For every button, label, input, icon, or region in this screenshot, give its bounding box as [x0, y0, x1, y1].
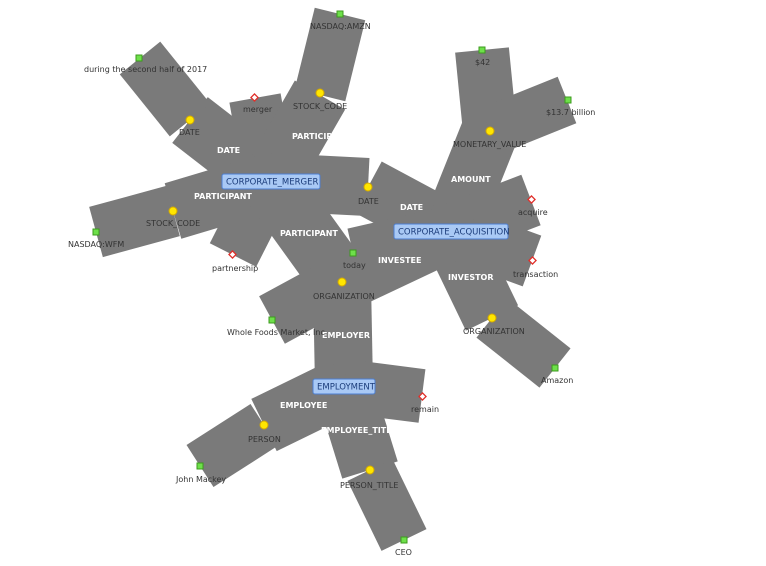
edge-employment-title: [316, 377, 398, 479]
edge-stockcode-amzn: [294, 7, 366, 102]
role-label-participant-wfm: PARTICIPANT: [194, 192, 252, 201]
entity-date-merger-node[interactable]: [185, 115, 195, 125]
label-whole-foods: Whole Foods Market, Inc: [227, 328, 325, 337]
edge-stockcode-wfm: [89, 185, 180, 258]
edge-investor-amazon: [476, 298, 571, 388]
role-label-amount: AMOUNT: [451, 175, 491, 184]
role-label-investor: INVESTOR: [448, 273, 494, 282]
label-remain: remain: [411, 405, 439, 414]
event-employment-box[interactable]: [312, 378, 376, 395]
event-nodes: CORPORATE_MERGER CORPORATE_ACQUISITION E…: [221, 173, 510, 395]
leaf-nodes: [92, 10, 572, 544]
role-label-date-merger: DATE: [217, 146, 240, 155]
label-amazon: Amazon: [541, 376, 573, 385]
edge-acq-investor: [423, 218, 519, 331]
label-transaction: transaction: [513, 270, 558, 279]
edge-monetary-13: [480, 76, 577, 155]
leaf-whole-foods-node[interactable]: [268, 316, 276, 324]
entity-organization-wfm-node[interactable]: [337, 277, 347, 287]
label-stockcode-amzn: STOCK_CODE: [293, 102, 347, 111]
label-nasdaq-amzn: NASDAQ:AMZN: [310, 22, 371, 31]
event-corporate-merger[interactable]: CORPORATE_MERGER: [221, 173, 321, 190]
trigger-remain-node[interactable]: [418, 392, 427, 401]
event-corporate-acquisition-box[interactable]: [393, 223, 509, 240]
event-employment-label: EMPLOYMENT: [317, 383, 376, 393]
label-13-billion: $13.7 billion: [546, 108, 595, 117]
trigger-transaction-node[interactable]: [528, 256, 537, 265]
label-merger: merger: [243, 105, 273, 114]
entity-organization-amazon-node[interactable]: [487, 313, 497, 323]
trigger-nodes: [228, 93, 537, 401]
edge-title-ceo: [347, 459, 427, 551]
event-corporate-merger-box[interactable]: [221, 173, 321, 190]
role-label-investee: INVESTEE: [378, 256, 421, 265]
role-labels: DATE PARTICIPANT PARTICIPANT PARTICIPANT…: [194, 132, 494, 435]
entity-nodes: [168, 88, 497, 475]
label-organization-wfm: ORGANIZATION: [313, 292, 375, 301]
entity-date-acq-node[interactable]: [363, 182, 373, 192]
leaf-ceo-node[interactable]: [400, 536, 408, 544]
entity-stockcode-amzn-node[interactable]: [315, 88, 325, 98]
event-corporate-acquisition-label: CORPORATE_ACQUISITION: [398, 228, 510, 238]
label-ceo: CEO: [395, 548, 412, 557]
leaf-amazon-node[interactable]: [551, 364, 559, 372]
node-labels: NASDAQ:AMZN during the second half of 20…: [68, 22, 595, 557]
leaf-nasdaq-amzn-node[interactable]: [336, 10, 344, 18]
role-label-employee: EMPLOYEE: [280, 401, 327, 410]
label-nasdaq-wfm: NASDAQ:WFM: [68, 240, 124, 249]
trigger-merger-node[interactable]: [250, 93, 259, 102]
role-label-participant-amzn: PARTICIPANT: [292, 132, 350, 141]
label-monetary-value: MONETARY_VALUE: [453, 140, 526, 149]
trigger-acquire-node[interactable]: [527, 195, 536, 204]
leaf-john-mackey-node[interactable]: [196, 462, 204, 470]
entity-monetary-node[interactable]: [485, 126, 495, 136]
role-label-employee-title: EMPLOYEE_TITLE: [321, 426, 397, 435]
role-label-participant-org: PARTICIPANT: [280, 229, 338, 238]
label-stockcode-wfm: STOCK_CODE: [146, 219, 200, 228]
label-date-acq: DATE: [358, 197, 379, 206]
label-price-42: $42: [475, 58, 490, 67]
leaf-today-node[interactable]: [349, 249, 357, 257]
role-label-date-acq: DATE: [400, 203, 423, 212]
label-second-half: during the second half of 2017: [84, 65, 207, 74]
label-acquire: acquire: [518, 208, 548, 217]
entity-person-node[interactable]: [259, 420, 269, 430]
label-today: today: [343, 261, 366, 270]
label-person-title: PERSON_TITLE: [340, 481, 398, 490]
event-corporate-acquisition[interactable]: CORPORATE_ACQUISITION: [393, 223, 510, 240]
leaf-42-node[interactable]: [478, 46, 486, 54]
edge-employment-employer: [313, 281, 373, 387]
event-corporate-merger-label: CORPORATE_MERGER: [226, 178, 318, 188]
event-employment[interactable]: EMPLOYMENT: [312, 378, 376, 395]
label-john-mackey: John Mackey: [175, 475, 226, 484]
edge-date-second-half: [119, 41, 211, 137]
leaf-second-half-node[interactable]: [135, 54, 143, 62]
edges: [89, 7, 577, 551]
label-organization-amazon: ORGANIZATION: [463, 327, 525, 336]
trigger-partnership-node[interactable]: [228, 250, 237, 259]
role-label-employer: EMPLOYER: [322, 331, 370, 340]
leaf-nasdaq-wfm-node[interactable]: [92, 228, 100, 236]
label-person: PERSON: [248, 435, 281, 444]
edge-person-mackey: [186, 403, 278, 488]
label-partnership: partnership: [212, 264, 258, 273]
label-date-merger: DATE: [179, 128, 200, 137]
entity-stockcode-wfm-node[interactable]: [168, 206, 178, 216]
entity-person-title-node[interactable]: [365, 465, 375, 475]
leaf-13-billion-node[interactable]: [564, 96, 572, 104]
